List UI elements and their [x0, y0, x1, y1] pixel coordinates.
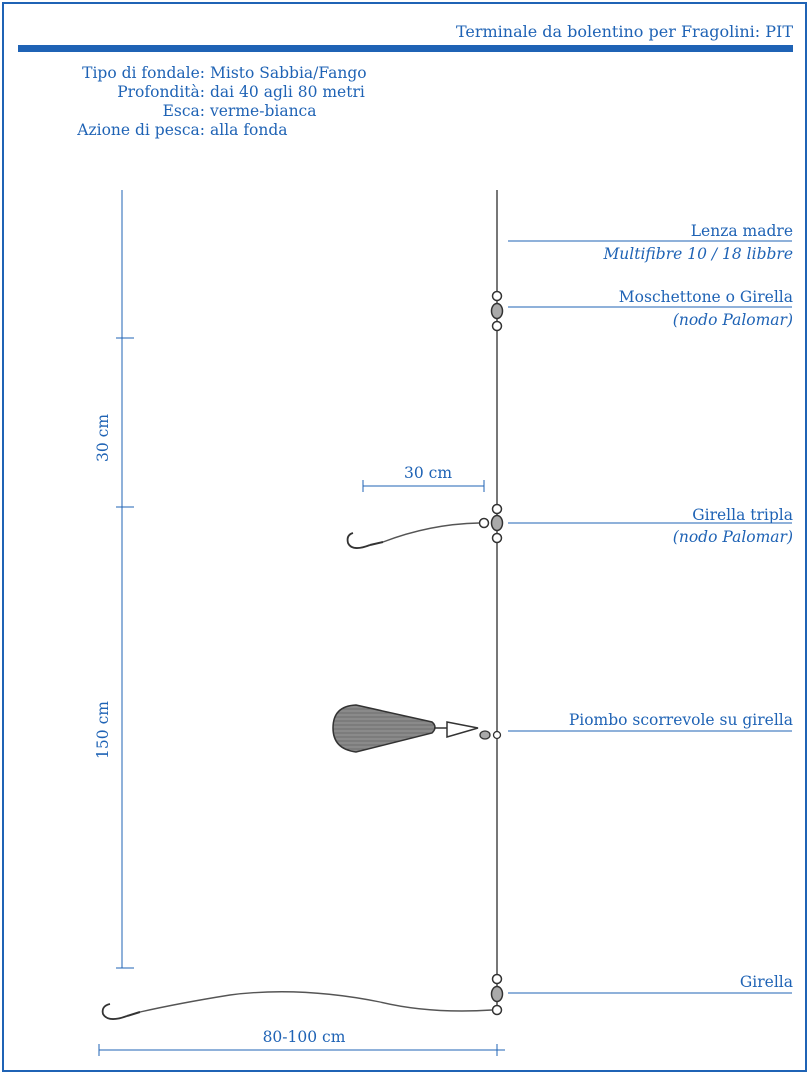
dim-branch-label: 30 cm: [404, 464, 452, 482]
snap-swivel-icon: [490, 290, 504, 332]
vertical-dimension: [116, 190, 134, 969]
branch-dimension: [362, 480, 485, 492]
info-key: Esca:: [162, 102, 205, 120]
snap-label: Moschettone o Girella: [618, 288, 793, 306]
dim-upper-label: 30 cm: [94, 414, 112, 462]
mainline-label: Lenza madre: [690, 222, 793, 240]
branch-hook-icon: [346, 522, 480, 549]
dim-leader-label: 80-100 cm: [263, 1028, 346, 1046]
swivel-label: Girella: [739, 973, 793, 991]
dim-lower-label: 150 cm: [94, 701, 112, 759]
label-leaders: [508, 240, 792, 994]
info-value: dai 40 agli 80 metri: [210, 83, 365, 101]
triple-label: Girella tripla: [692, 506, 793, 524]
mainline-sublabel: Multifibre 10 / 18 libbre: [603, 245, 793, 263]
page-title: Terminale da bolentino per Fragolini: PI…: [455, 22, 793, 41]
info-value: alla fonda: [210, 121, 288, 139]
triple-sublabel: (nodo Palomar): [672, 528, 793, 546]
sinker-icon: [332, 704, 502, 753]
info-key: Tipo di fondale:: [82, 64, 205, 82]
info-value: verme-bianca: [210, 102, 317, 120]
bottom-swivel-icon: [490, 973, 504, 1016]
leader-dimension: [98, 1044, 505, 1056]
info-key: Profondità:: [117, 83, 205, 101]
sinker-label: Piombo scorrevole su girella: [568, 711, 793, 729]
triple-swivel-icon: [478, 503, 504, 544]
leader-hook-icon: [101, 991, 493, 1020]
title-rule: [18, 45, 793, 52]
info-key: Azione di pesca:: [77, 121, 205, 139]
snap-sublabel: (nodo Palomar): [672, 311, 793, 329]
info-value: Misto Sabbia/Fango: [210, 64, 367, 82]
